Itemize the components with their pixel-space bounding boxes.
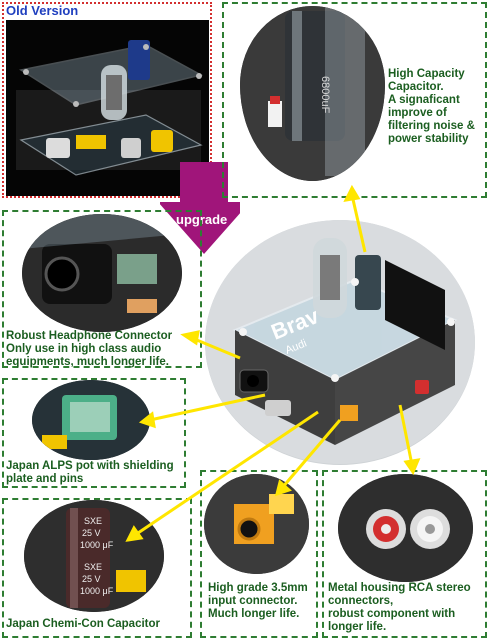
capacitor-high-photo: 6800uF xyxy=(240,6,385,181)
alps-caption: Japan ALPS pot with shielding plate and … xyxy=(6,460,186,486)
product-photo: Brav Audi xyxy=(205,220,475,465)
alps-photo xyxy=(32,380,150,460)
caption-line: Metal housing RCA stereo xyxy=(328,582,471,594)
caption-line: filtering noise & xyxy=(388,120,475,132)
caption-line: plate and pins xyxy=(6,473,84,485)
caption-line: A signaficant xyxy=(388,94,460,106)
input-35-caption: High grade 3.5mm input connector. Much l… xyxy=(208,582,318,621)
caption-line: Much longer life. xyxy=(208,608,300,620)
caption-line: improve of xyxy=(388,107,447,119)
old-version-panel xyxy=(2,2,212,198)
caption-line: High grade 3.5mm xyxy=(208,582,308,594)
chemicon-photo-text-2: 25 V xyxy=(82,528,101,538)
caption-line: Only use in high class audio xyxy=(6,343,162,355)
chemicon-caption: Japan Chemi-Con Capacitor xyxy=(6,618,192,631)
capacitor-high-photo-text: 6800uF xyxy=(319,76,331,114)
caption-line: connectors, xyxy=(328,595,394,607)
caption-line: robust component with xyxy=(328,608,456,620)
caption-line: Japan Chemi-Con Capacitor xyxy=(6,618,160,630)
caption-line: High Capacity xyxy=(388,68,465,80)
caption-line: power stability xyxy=(388,133,469,145)
headphone-caption: Robust Headphone Connector Only use in h… xyxy=(6,330,202,369)
chemicon-photo: SXE 25 V 1000 μF SXE 25 V 1000 μF xyxy=(24,500,164,612)
caption-line: Robust Headphone Connector xyxy=(6,330,173,342)
chemicon-photo-text-6: 1000 μF xyxy=(80,586,114,596)
rca-photo xyxy=(338,474,473,582)
caption-line: equipments, much longer life. xyxy=(6,356,169,368)
headphone-photo xyxy=(22,214,182,332)
old-version-photo xyxy=(6,20,209,196)
chemicon-panel xyxy=(2,498,192,638)
rca-caption: Metal housing RCA stereo connectors, rob… xyxy=(328,582,486,634)
caption-line: Capacitor. xyxy=(388,81,444,93)
chemicon-photo-text-4: SXE xyxy=(84,562,102,572)
capacitor-high-caption: High Capacity Capacitor. A signaficant i… xyxy=(388,68,486,146)
chemicon-photo-text-3: 1000 μF xyxy=(80,540,114,550)
old-version-label: Old Version xyxy=(6,3,79,18)
input-35-photo xyxy=(204,474,309,574)
caption-line: longer life. xyxy=(328,621,387,633)
caption-line: input connector. xyxy=(208,595,298,607)
down-arrow-icon xyxy=(160,162,240,254)
chemicon-photo-text-1: SXE xyxy=(84,516,102,526)
chemicon-photo-text-5: 25 V xyxy=(82,574,101,584)
upgrade-arrow xyxy=(160,162,240,257)
caption-line: Japan ALPS pot with shielding xyxy=(6,460,174,472)
headphone-panel xyxy=(2,210,202,368)
